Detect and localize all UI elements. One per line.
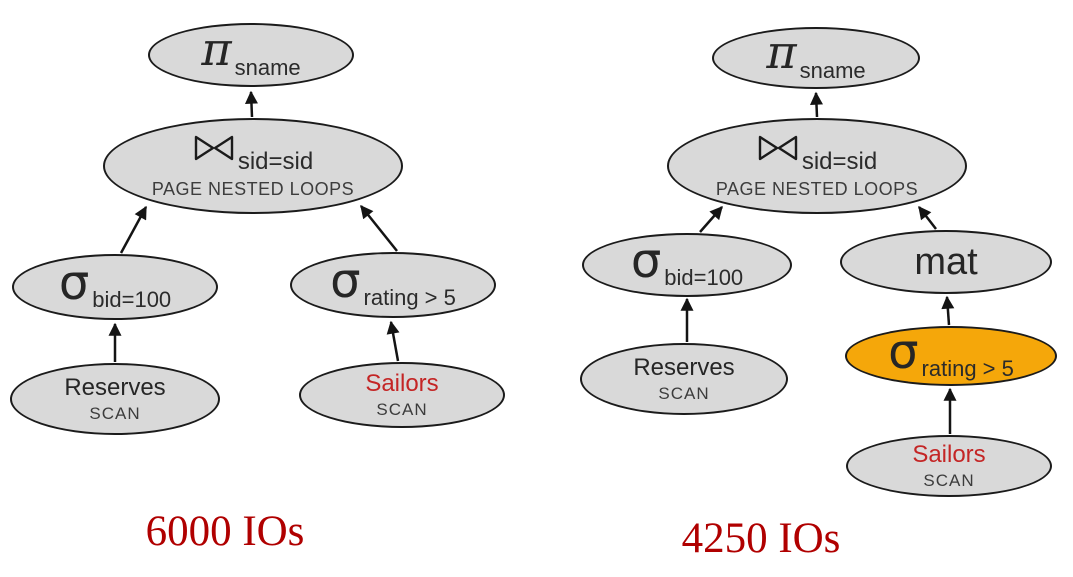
join-expression: sid=sid [193, 132, 313, 176]
access-method-label: SCAN [923, 470, 975, 490]
edge-right-sigma-rating-to-mat [941, 295, 955, 326]
selection-expression: σ rating > 5 [888, 324, 1014, 381]
cost-label-right: 4250 IOs [681, 515, 841, 562]
pi-symbol: π [766, 25, 797, 79]
relation-name: Reserves [64, 374, 166, 402]
projection-expression: π sname [201, 22, 301, 80]
access-method-label: SCAN [658, 383, 710, 403]
join-algorithm-label: PAGE NESTED LOOPS [151, 179, 355, 199]
sigma-symbol: σ [58, 255, 90, 311]
left-select-bid-node: σ bid=100 [12, 254, 218, 320]
selection-expression: σ rating > 5 [330, 253, 456, 310]
left-join-node: sid=sid PAGE NESTED LOOPS [103, 118, 403, 214]
bowtie-join-icon [758, 135, 798, 161]
join-subscript: sid=sid [237, 148, 314, 175]
join-subscript: sid=sid [801, 148, 878, 175]
edge-left-join-to-pi [244, 90, 258, 118]
left-select-rating-node: σ rating > 5 [290, 252, 496, 318]
sigma-symbol: σ [888, 324, 919, 380]
left-sailors-scan-node: Sailors SCAN [299, 362, 505, 428]
relation-name: Sailors [912, 441, 986, 469]
relation-name: Reserves [633, 354, 735, 382]
pi-subscript: sname [234, 55, 301, 80]
right-select-rating-node-highlighted: σ rating > 5 [845, 326, 1057, 386]
left-reserves-scan-node: Reserves SCAN [10, 363, 220, 435]
bowtie-join-icon [194, 135, 234, 161]
right-sailors-scan-node: Sailors SCAN [846, 435, 1052, 497]
edge-left-sigma-rating-to-join [360, 204, 398, 252]
pi-subscript: sname [799, 58, 866, 83]
pi-symbol: π [201, 22, 232, 76]
selection-expression: σ bid=100 [630, 233, 744, 290]
right-reserves-scan-node: Reserves SCAN [580, 343, 788, 415]
edge-left-sailors-to-sigma-rating [386, 320, 400, 362]
access-method-label: SCAN [376, 399, 428, 419]
selection-expression: σ bid=100 [58, 255, 172, 312]
left-projection-node: π sname [148, 23, 354, 87]
sigma-subscript: bid=100 [664, 265, 744, 290]
materialize-label: mat [914, 241, 978, 283]
projection-expression: π sname [766, 25, 866, 83]
sigma-subscript: rating > 5 [363, 285, 456, 310]
sigma-subscript: bid=100 [92, 287, 172, 312]
access-method-label: SCAN [89, 403, 141, 423]
edge-right-join-to-pi [809, 91, 823, 118]
right-materialize-node: mat [840, 230, 1052, 294]
sigma-symbol: σ [630, 233, 662, 289]
edge-right-mat-to-join [918, 205, 937, 230]
sigma-subscript: rating > 5 [921, 356, 1014, 381]
join-algorithm-label: PAGE NESTED LOOPS [715, 179, 919, 199]
edge-right-sigma-bid-to-join [699, 206, 723, 233]
edge-left-sigma-bid-to-join [119, 205, 148, 254]
sigma-symbol: σ [330, 253, 361, 309]
relation-name: Sailors [365, 370, 439, 398]
right-projection-node: π sname [712, 27, 920, 89]
right-select-bid-node: σ bid=100 [582, 233, 792, 297]
cost-label-left: 6000 IOs [145, 508, 305, 555]
right-join-node: sid=sid PAGE NESTED LOOPS [667, 118, 967, 214]
join-expression: sid=sid [757, 132, 877, 176]
